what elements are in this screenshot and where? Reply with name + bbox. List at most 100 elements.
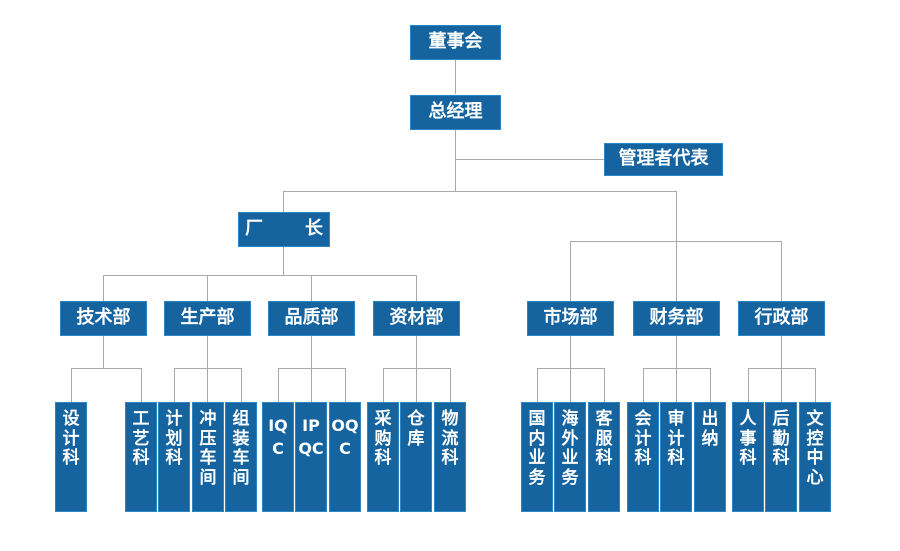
connector-bus-to-marketing [570, 241, 571, 301]
node-label: 采购科 [374, 409, 392, 469]
node-unit-customer-service[interactable]: 客服科 [588, 402, 620, 512]
node-general-manager[interactable]: 总经理 [410, 95, 501, 130]
connector-bus-to-quality [311, 275, 312, 301]
connector-quality-to-oqc [345, 368, 346, 402]
node-label: OQC [331, 416, 359, 459]
node-label: 会计科 [634, 409, 652, 469]
node-label: IQC [268, 416, 288, 459]
node-unit-ipqc[interactable]: IPQC [295, 402, 327, 512]
node-label: 后勤科 [772, 409, 790, 469]
connector-administration-to-personnel [748, 368, 749, 402]
connector-materials-to-logistics [450, 368, 451, 402]
node-department-materials[interactable]: 资材部 [373, 301, 460, 336]
node-plant-director[interactable]: 厂 长 [238, 212, 330, 247]
connector-production-to-assembly [241, 368, 242, 402]
node-label: IPQC [298, 416, 324, 459]
node-label: 组装车间 [232, 409, 250, 489]
connector-bus-to-plant-director [283, 191, 284, 213]
node-unit-iqc[interactable]: IQC [262, 402, 294, 512]
node-unit-warehouse[interactable]: 仓库 [400, 402, 432, 512]
node-unit-stamping-workshop[interactable]: 冲压车间 [192, 402, 224, 512]
connector-materials-to-warehouse [416, 368, 417, 402]
node-management-representative[interactable]: 管理者代表 [604, 143, 723, 176]
node-label: 技术部 [76, 307, 131, 329]
connector-marketing-to-domestic [537, 368, 538, 402]
node-unit-domestic-business[interactable]: 国内业务 [521, 402, 553, 512]
node-label: 市场部 [543, 307, 598, 329]
connector-board-to-gm [455, 60, 456, 94]
node-label: 设计科 [62, 409, 80, 469]
node-label: 人事科 [739, 409, 757, 469]
node-label: 工艺科 [132, 409, 150, 469]
connector-finance-down [676, 336, 677, 369]
connector-technical-down [103, 336, 104, 369]
connector-technical-to-process [141, 368, 142, 402]
connector-bus-to-finance [676, 241, 677, 301]
connector-technical-bus [71, 368, 141, 369]
node-department-quality[interactable]: 品质部 [268, 301, 355, 336]
node-department-technical[interactable]: 技术部 [60, 301, 147, 336]
node-label: 国内业务 [528, 409, 546, 489]
connector-production-to-planning [174, 368, 175, 402]
connector-technical-to-design [71, 368, 72, 402]
connector-administration-to-general-affairs [781, 368, 782, 402]
node-label: 出纳 [701, 409, 719, 449]
node-unit-oqc[interactable]: OQC [329, 402, 361, 512]
node-label: 物流科 [441, 409, 459, 469]
node-unit-process[interactable]: 工艺科 [125, 402, 157, 512]
connector-finance-to-audit [676, 368, 677, 402]
node-label: 冲压车间 [199, 409, 217, 489]
connector-gm-to-management-rep [455, 159, 605, 160]
node-unit-assembly-workshop[interactable]: 组装车间 [225, 402, 257, 512]
node-unit-overseas-business[interactable]: 海外业务 [554, 402, 586, 512]
node-unit-logistics[interactable]: 物流科 [434, 402, 466, 512]
node-unit-general-affairs[interactable]: 后勤科 [765, 402, 797, 512]
node-unit-document-control[interactable]: 文控中心 [799, 402, 831, 512]
node-unit-design[interactable]: 设计科 [55, 402, 87, 512]
node-label: 管理者代表 [618, 148, 709, 170]
connector-production-to-stamping [207, 368, 208, 402]
node-department-finance[interactable]: 财务部 [633, 301, 720, 336]
connector-bus-to-production [207, 275, 208, 301]
node-label: 海外业务 [561, 409, 579, 489]
node-label: 客服科 [595, 409, 613, 469]
node-label: 总经理 [428, 101, 483, 123]
connector-bus-to-administration [781, 241, 782, 301]
node-unit-planning[interactable]: 计划科 [158, 402, 190, 512]
node-unit-personnel[interactable]: 人事科 [732, 402, 764, 512]
node-unit-accounting[interactable]: 会计科 [627, 402, 659, 512]
connector-materials-down [416, 336, 417, 369]
connector-plant-director-down [283, 247, 284, 275]
connector-quality-to-ipqc [311, 368, 312, 402]
connector-gm-trunk [455, 130, 456, 191]
connector-left-department-bus [103, 275, 416, 276]
connector-marketing-down [570, 336, 571, 369]
node-label: 仓库 [407, 409, 425, 449]
node-department-marketing[interactable]: 市场部 [527, 301, 614, 336]
connector-finance-to-cashier [710, 368, 711, 402]
node-label: 董事会 [428, 31, 483, 53]
connector-marketing-to-customer-service [604, 368, 605, 402]
node-department-production[interactable]: 生产部 [164, 301, 251, 336]
node-board-of-directors[interactable]: 董事会 [410, 25, 501, 60]
connector-marketing-to-overseas [570, 368, 571, 402]
connector-finance-to-accounting [643, 368, 644, 402]
connector-quality-to-iqc [278, 368, 279, 402]
node-unit-purchasing[interactable]: 采购科 [367, 402, 399, 512]
node-department-administration[interactable]: 行政部 [738, 301, 825, 336]
node-label: 品质部 [284, 307, 339, 329]
connector-bus-to-right-branch [676, 191, 677, 241]
connector-bus-to-technical [103, 275, 104, 301]
connector-quality-down [311, 336, 312, 369]
node-unit-audit[interactable]: 审计科 [660, 402, 692, 512]
connector-administration-down [781, 336, 782, 369]
node-label: 文控中心 [806, 409, 824, 489]
node-unit-cashier[interactable]: 出纳 [694, 402, 726, 512]
node-label: 厂 长 [245, 218, 335, 240]
node-label: 财务部 [649, 307, 704, 329]
connector-right-department-bus [570, 241, 781, 242]
connector-materials-to-purchasing [383, 368, 384, 402]
node-label: 生产部 [180, 307, 235, 329]
connector-administration-to-doc-control [815, 368, 816, 402]
node-label: 审计科 [667, 409, 685, 469]
